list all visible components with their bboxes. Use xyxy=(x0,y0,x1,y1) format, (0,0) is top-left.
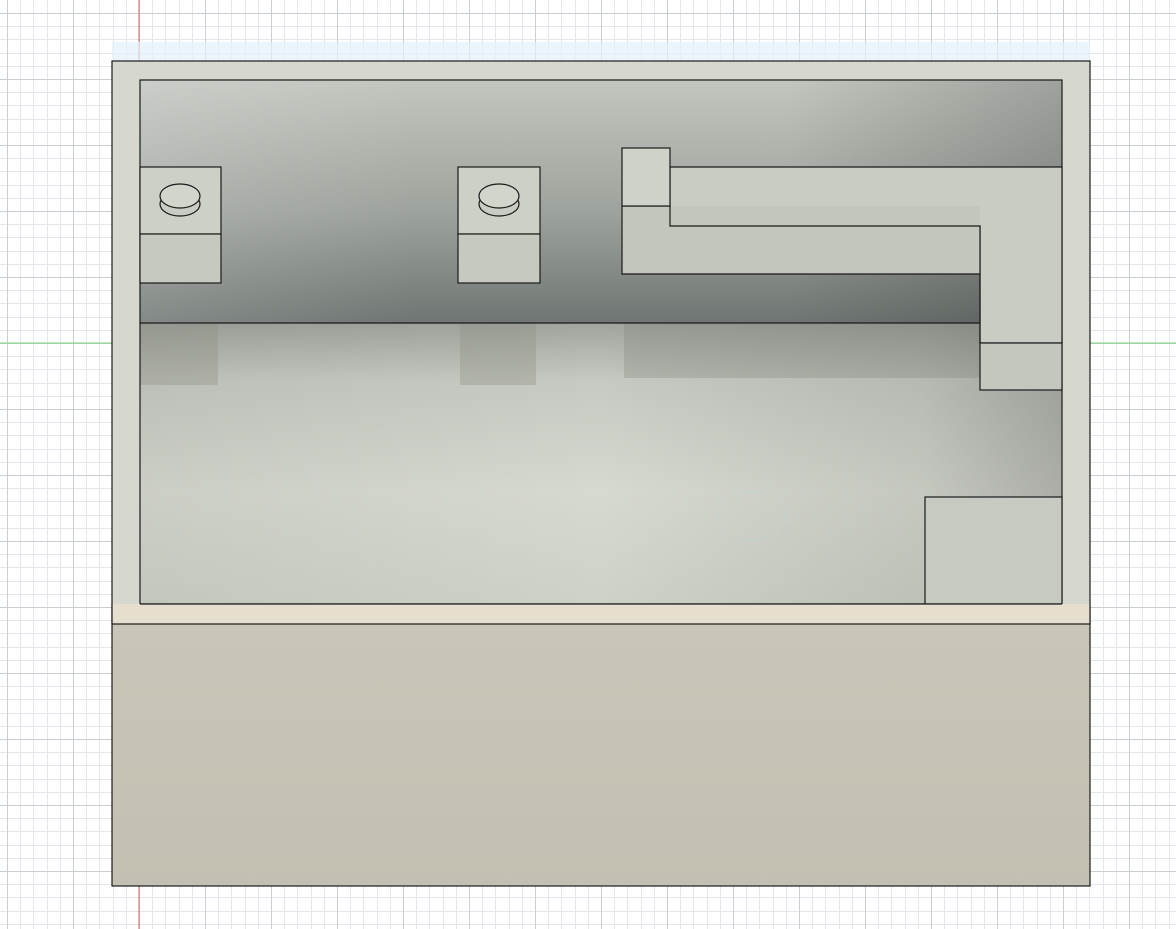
shadow-channel xyxy=(624,323,980,378)
shadow-standoff-left xyxy=(140,323,218,385)
cable-channel[interactable] xyxy=(621,147,1063,391)
floor-hole-outline xyxy=(717,491,787,541)
corner-block[interactable] xyxy=(924,496,1063,605)
shadow-standoff-center xyxy=(460,323,536,385)
base-top-strip xyxy=(112,604,1090,624)
standoff-center[interactable] xyxy=(457,166,541,284)
selection-highlight xyxy=(112,42,1090,62)
enclosure-base[interactable] xyxy=(111,623,1091,887)
cavity-floor-shade xyxy=(140,323,1062,604)
standoff-left[interactable] xyxy=(139,166,222,284)
